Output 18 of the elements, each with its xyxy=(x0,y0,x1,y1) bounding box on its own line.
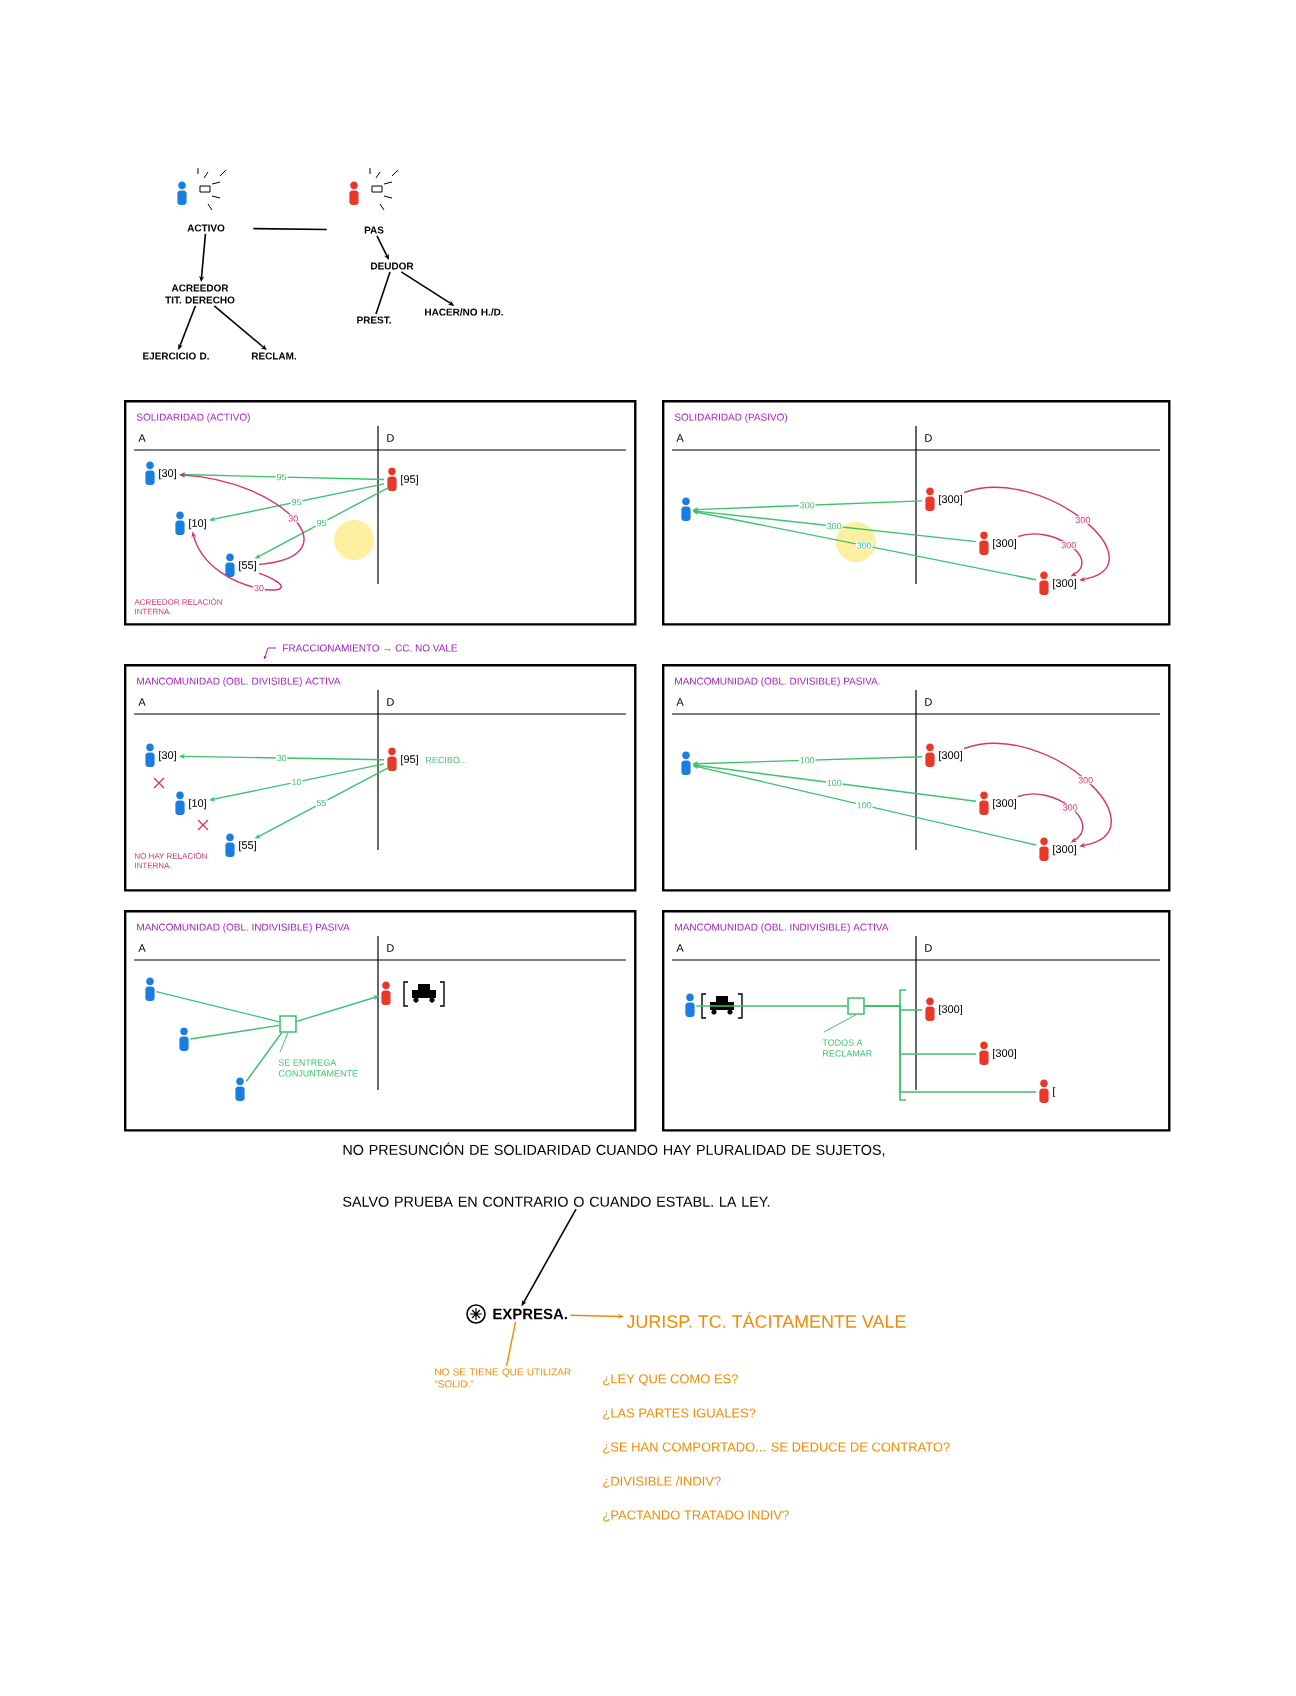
handwritten-note: JURISP. TC. TÁCITAMENTE VALE xyxy=(626,1312,906,1328)
person-icon xyxy=(235,1077,245,1101)
arrow xyxy=(179,472,385,481)
person-icon xyxy=(381,981,391,1005)
arrow xyxy=(569,1313,624,1319)
person-icon xyxy=(685,993,695,1017)
arrow xyxy=(1017,533,1083,577)
arrow xyxy=(209,483,385,522)
person-icon xyxy=(145,977,155,1001)
person-icon xyxy=(681,497,691,521)
arrow xyxy=(209,763,385,802)
arrow xyxy=(963,487,1110,582)
square-box xyxy=(847,997,865,1015)
square-box xyxy=(279,1015,297,1033)
arrow xyxy=(963,743,1112,848)
arrow xyxy=(1017,793,1084,843)
person-icon xyxy=(681,751,691,775)
person-icon xyxy=(179,1027,189,1051)
